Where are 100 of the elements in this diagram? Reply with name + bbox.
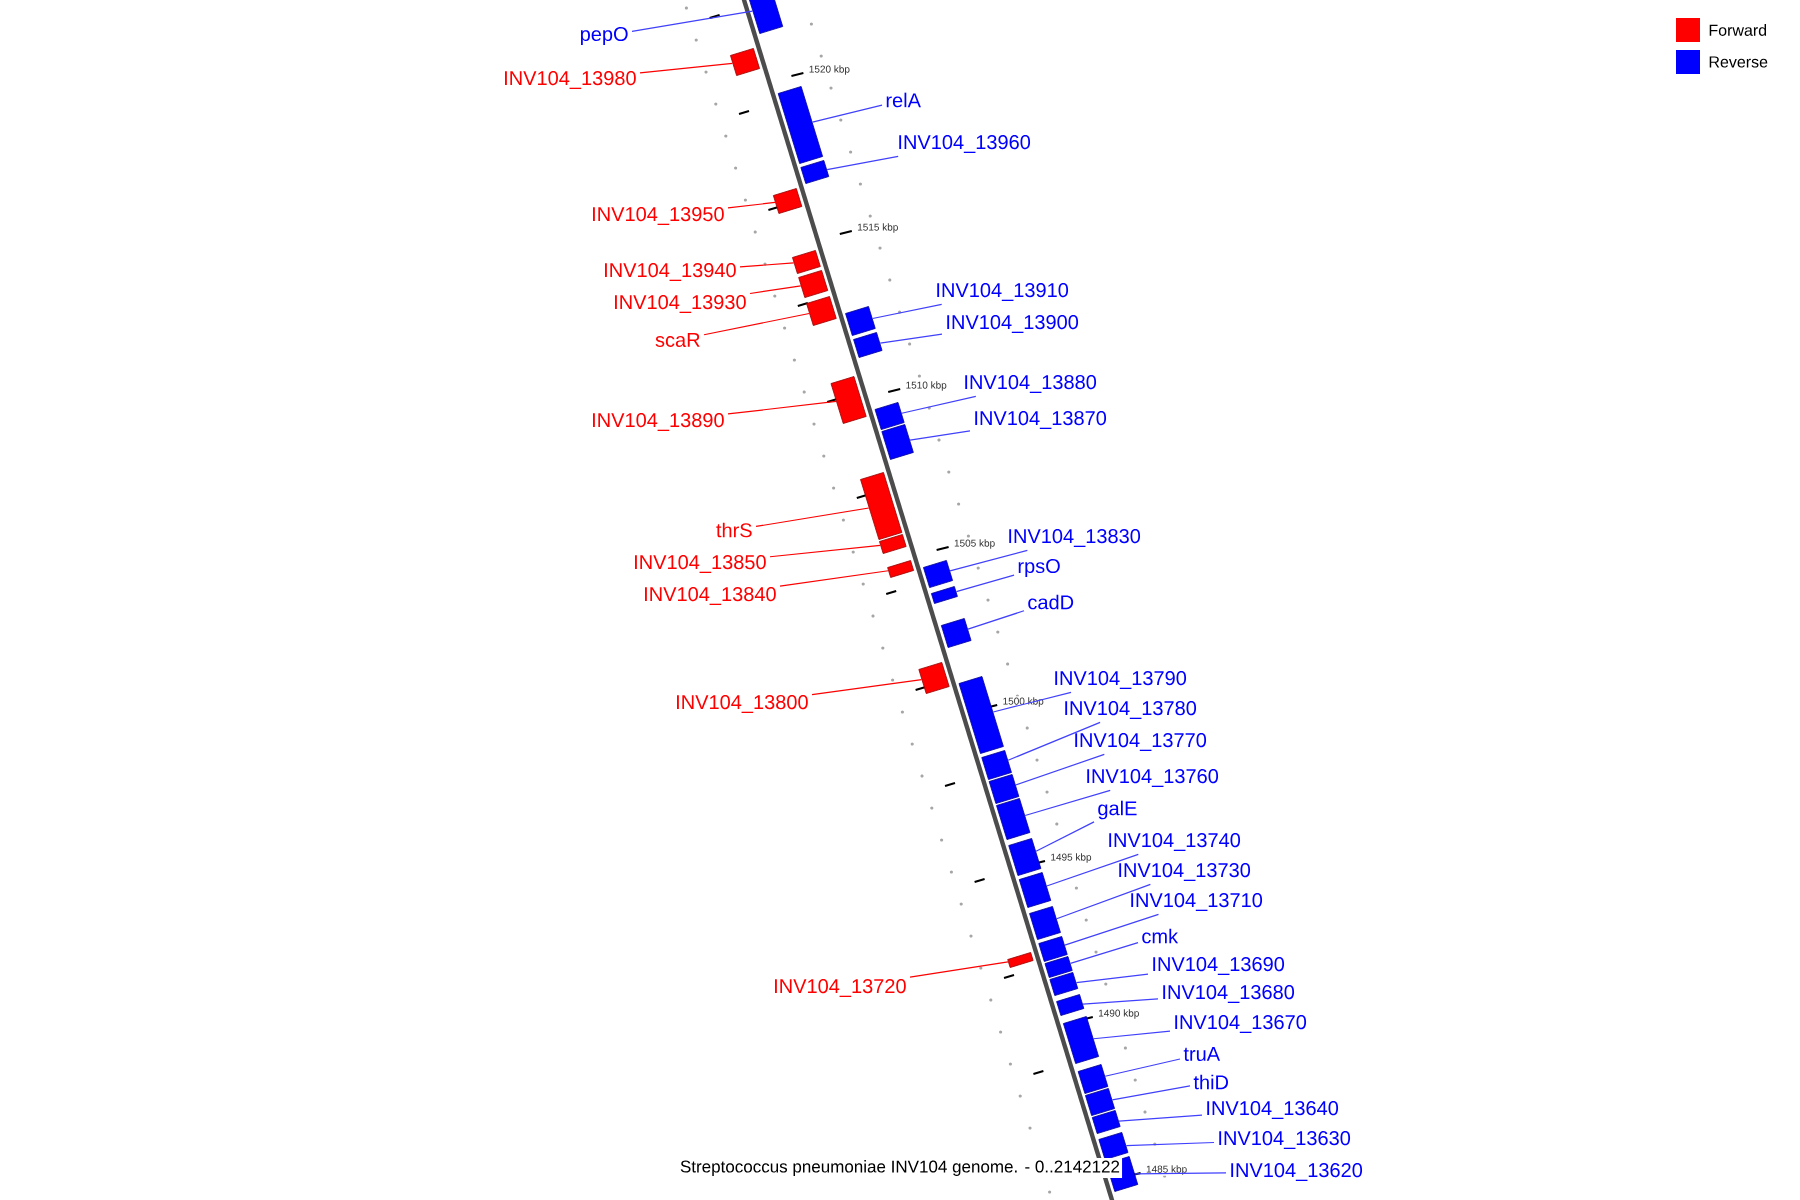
gene-block <box>1098 1132 1129 1160</box>
gene-block <box>1056 994 1085 1016</box>
gene-label: INV104_13620 <box>1231 1163 1363 1181</box>
gene-label: INV104_13680 <box>1163 985 1295 1003</box>
gene-block <box>1008 838 1042 876</box>
gene-label: thiD <box>1193 1074 1228 1090</box>
gene-block <box>879 534 907 554</box>
gene-label: cmk <box>1142 928 1179 944</box>
leader-line <box>755 507 870 528</box>
gene-block <box>874 402 905 430</box>
gene-label: INV104_13770 <box>1075 733 1207 751</box>
leader-line <box>727 201 776 209</box>
gene-block <box>1018 872 1052 908</box>
gene-block <box>940 618 972 648</box>
leader-line <box>1015 753 1105 786</box>
leader-line <box>1024 789 1111 817</box>
gene-label: relA <box>886 92 921 108</box>
leader-line <box>992 691 1072 713</box>
gene-block <box>806 296 837 326</box>
gene-block <box>773 188 803 214</box>
leader-line <box>1064 913 1160 946</box>
leader-line <box>1056 883 1151 920</box>
gene-label: INV104_13730 <box>1119 863 1251 881</box>
leader-line <box>909 961 1009 978</box>
gene-block <box>981 750 1012 780</box>
gene-label: INV104_13950 <box>593 207 724 225</box>
gene-label: thrS <box>716 522 752 538</box>
gene-label: INV104_13670 <box>1175 1015 1307 1033</box>
gene-block <box>1044 956 1073 978</box>
leader-line <box>739 262 795 268</box>
leader-line <box>811 679 923 696</box>
gene-label: INV104_13690 <box>1153 957 1285 975</box>
leader-line <box>631 10 754 32</box>
leader-line <box>1035 821 1095 852</box>
gene-block <box>1007 952 1034 968</box>
leader-line <box>1082 998 1159 1005</box>
leader-line <box>1007 721 1101 761</box>
gene-label: INV104_13780 <box>1065 701 1197 719</box>
gene-block <box>792 250 821 274</box>
gene-block <box>887 560 914 578</box>
gene-block <box>853 332 883 358</box>
gene-label: galE <box>1098 800 1137 820</box>
gene-label: INV104_13910 <box>937 283 1069 301</box>
caption: Streptococcus pneumoniae INV104 genome. - 0..2142122 <box>677 1158 1123 1178</box>
leader-line <box>967 610 1025 630</box>
leader-line <box>639 62 734 74</box>
gene-label: INV104_13870 <box>975 411 1107 429</box>
gene-block <box>845 306 876 336</box>
leader-line <box>1093 1030 1171 1040</box>
gene-block <box>1029 906 1061 940</box>
gene-block <box>923 560 953 588</box>
gene-label: INV104_13630 <box>1219 1131 1351 1149</box>
gene-label: truA <box>1183 1047 1221 1061</box>
gene-block <box>1085 1088 1115 1116</box>
gene-label: INV104_13940 <box>605 263 736 281</box>
gene-label: INV104_13840 <box>645 587 776 605</box>
leader-line <box>727 400 837 415</box>
leader-line <box>1069 942 1139 964</box>
gene-label: cadD <box>1028 594 1074 610</box>
gene-label: INV104_13930 <box>615 295 746 313</box>
leader-line <box>901 395 977 414</box>
gene-label: INV104_13850 <box>635 555 766 573</box>
gene-block <box>1049 972 1079 996</box>
gene-block <box>1091 1110 1121 1134</box>
leader-line <box>779 570 889 587</box>
legend-label: Forward <box>1709 24 1767 36</box>
leader-line <box>955 574 1015 593</box>
gene-label: scaR <box>655 333 700 347</box>
leader-line <box>872 303 943 320</box>
leader-line <box>1125 1141 1215 1147</box>
leader-line <box>769 544 881 558</box>
gene-block <box>830 376 867 424</box>
gene-block <box>918 662 950 694</box>
gene-label: rpsO <box>1018 558 1060 578</box>
gene-block <box>730 48 760 76</box>
gene-block <box>1077 1064 1109 1094</box>
gene-block <box>1038 936 1068 962</box>
gene-block <box>931 586 958 604</box>
leader-line <box>703 312 810 336</box>
leader-line <box>879 333 943 344</box>
leader-line <box>909 430 971 441</box>
gene-block <box>996 798 1031 840</box>
gene-block <box>800 160 830 184</box>
gene-label: INV104_13640 <box>1207 1101 1339 1119</box>
leader-line <box>1075 973 1149 984</box>
gene-label: INV104_13900 <box>947 315 1079 333</box>
gene-label: INV104_13720 <box>775 979 906 997</box>
leader-line <box>749 285 802 295</box>
gene-block <box>988 774 1020 804</box>
gene-label: INV104_13710 <box>1131 893 1263 911</box>
gene-label: INV104_13830 <box>1009 529 1141 547</box>
leader-line <box>949 549 1028 572</box>
gene-label: INV104_13980 <box>505 71 636 89</box>
leader-line <box>1104 1058 1181 1077</box>
leader-line <box>1046 853 1139 887</box>
gene-label: INV104_13790 <box>1055 671 1187 689</box>
gene-block <box>798 270 829 298</box>
gene-label: INV104_13760 <box>1087 769 1219 787</box>
gene-block <box>746 0 784 34</box>
gene-label: INV104_13740 <box>1109 833 1241 851</box>
